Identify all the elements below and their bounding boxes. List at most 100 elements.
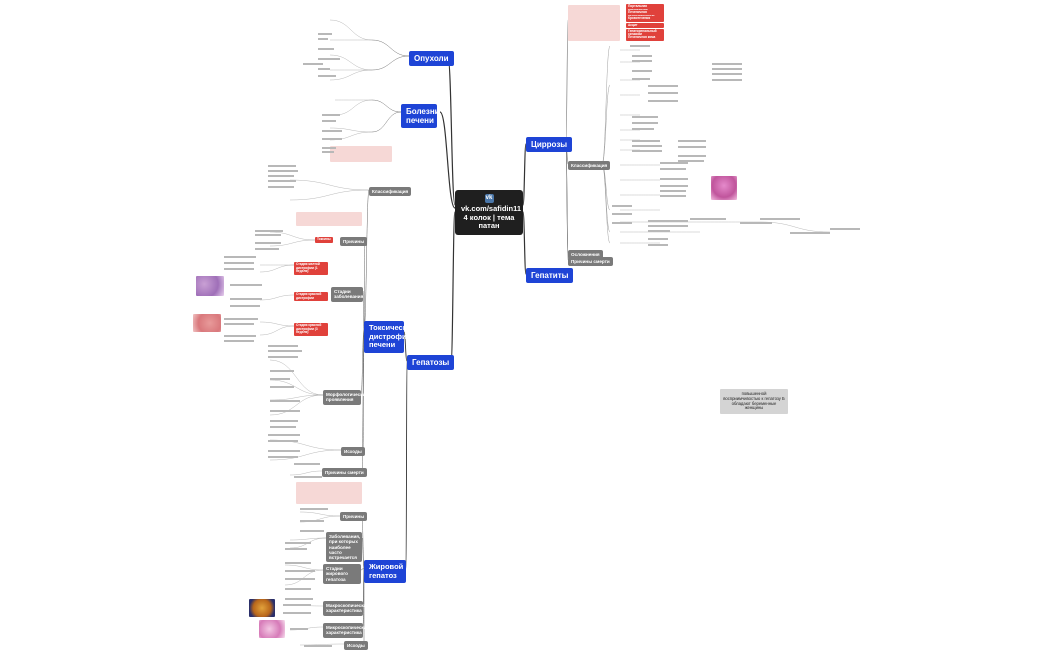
leaf-label-placeholder: [660, 178, 688, 180]
toxic-definition-box: [330, 146, 392, 162]
leaf-label-placeholder: [632, 145, 662, 147]
toxic-stadii[interactable]: Стадии заболевания: [331, 287, 363, 302]
leaf-label-placeholder: [660, 185, 688, 187]
leaf-label-placeholder: [268, 186, 294, 188]
note-box: повышенной восприимчивостью к гепатозу Б…: [720, 389, 788, 415]
connector: [259, 321, 295, 327]
leaf-label-placeholder: [632, 78, 650, 80]
toxic-morph[interactable]: Морфологические проявления: [323, 390, 368, 405]
label: Причины: [343, 239, 365, 244]
leaf-label-placeholder: [322, 120, 336, 122]
toxic-klassifikacia[interactable]: Классификация: [369, 187, 412, 197]
connector: [329, 131, 373, 141]
connector: [360, 567, 365, 571]
connector: [259, 294, 295, 301]
leaf-label-placeholder: [632, 150, 662, 152]
leaf-label-placeholder: [648, 225, 688, 227]
cirr-complication-item[interactable]: Печеночная кома: [626, 35, 664, 41]
leaf-label-placeholder: [318, 75, 336, 77]
connector: [269, 394, 324, 401]
topic-cirrozy-label: Циррозы: [531, 140, 568, 149]
label: Причины: [343, 514, 365, 519]
label: Стадия желтой дистрофии (1 неделя): [296, 262, 320, 274]
connector: [284, 564, 324, 571]
zhir-ishody[interactable]: Исходы: [344, 641, 368, 650]
cirr-oslozhneniya[interactable]: Осложнения: [568, 250, 603, 260]
connector: [299, 515, 341, 523]
cirr-klassifikacia[interactable]: Классификация: [568, 161, 611, 171]
leaf-label-placeholder: [224, 323, 254, 325]
label: Причины смерти: [571, 259, 610, 264]
topic-gepatity[interactable]: Гепатиты: [526, 268, 574, 284]
label: Морфологические проявления: [326, 392, 368, 403]
cirr-complication-item[interactable]: Печеночная недостаточность: [626, 10, 664, 20]
connector: [269, 379, 324, 396]
zhir-prichiny[interactable]: Причины: [340, 512, 368, 522]
leaf-label-placeholder: [660, 195, 686, 197]
topic-toxic-dystrophy[interactable]: Токсическая дистрофия печени: [364, 321, 415, 353]
zhir-stadii[interactable]: Стадии жирового гепатоза: [323, 564, 361, 584]
leaf-label-placeholder: [285, 578, 315, 580]
toxic-red-toksiny[interactable]: Токсины: [315, 237, 333, 243]
toxic-cause-box: [296, 212, 362, 226]
leaf-label-placeholder: [285, 542, 311, 544]
leaf-label-placeholder: [285, 598, 313, 600]
leaf-label-placeholder: [294, 463, 320, 465]
connector: [371, 99, 402, 113]
leaf-label-placeholder: [224, 335, 256, 337]
toxic-red-stage3[interactable]: Стадия красной дистрофии (3 неделя): [294, 323, 328, 337]
toxic-ishody[interactable]: Исходы: [341, 447, 365, 457]
connector: [289, 537, 327, 541]
histology-image-3: [259, 620, 285, 638]
leaf-label-placeholder: [283, 604, 311, 606]
topic-bolezni-pecheni[interactable]: Болезни печени: [401, 104, 440, 129]
topic-cirrozy[interactable]: Циррозы: [526, 137, 573, 153]
zhir-definition-box: [296, 482, 362, 504]
leaf-label-placeholder: [712, 63, 742, 65]
connector: [371, 111, 402, 133]
leaf-label-placeholder: [322, 147, 336, 149]
toxic-red-stage1[interactable]: Стадия желтой дистрофии (1 неделя): [294, 262, 328, 276]
central-topic[interactable]: vk vk.com/safidin11 4 колок | тема патан: [455, 190, 523, 235]
leaf-label-placeholder: [224, 318, 258, 320]
zhir-zabolevaniya[interactable]: Заболевания, при которых наиболее часто …: [326, 532, 362, 563]
topic-opuholi[interactable]: Опухоли: [409, 51, 454, 67]
toxic-smert[interactable]: Причины смерти: [322, 468, 367, 478]
leaf-label-placeholder: [283, 612, 311, 614]
label: Микроскопическая характеристика: [326, 625, 369, 636]
zhir-makro[interactable]: Макроскопическая характеристика: [323, 601, 369, 616]
cirr-definition-box: [568, 5, 620, 41]
leaf-label-placeholder: [760, 218, 800, 220]
connector: [405, 360, 408, 569]
vk-icon: vk: [484, 194, 494, 203]
zhir-mikro[interactable]: Микроскопическая характеристика: [323, 623, 369, 638]
cirr-complication-item[interactable]: Гепаторенальный синдром: [626, 28, 664, 39]
topic-gepatozy[interactable]: Гепатозы: [407, 355, 455, 371]
leaf-label-placeholder: [612, 222, 632, 224]
connector: [601, 163, 611, 233]
connector: [299, 511, 341, 517]
topic-zhirovoi-gepatoz[interactable]: Жировой гепатоз: [364, 560, 406, 584]
leaf-label-placeholder: [632, 116, 658, 118]
leaf-label-placeholder: [632, 55, 652, 57]
liver-photo: [249, 599, 275, 617]
leaf-label-placeholder: [268, 165, 296, 167]
cirr-smert[interactable]: Причины смерти: [568, 257, 613, 267]
connector: [363, 239, 366, 331]
leaf-label-placeholder: [632, 60, 652, 62]
leaf-label-placeholder: [285, 562, 311, 564]
leaf-label-placeholder: [300, 530, 324, 532]
leaf-label-placeholder: [318, 58, 340, 60]
leaf-label-placeholder: [270, 370, 294, 372]
connector: [601, 45, 611, 165]
leaf-label-placeholder: [268, 175, 294, 177]
cirr-complication-item[interactable]: Асцит: [626, 22, 664, 29]
connector: [450, 211, 456, 362]
toxic-red-stage2[interactable]: Стадия красной дистрофии: [294, 292, 328, 302]
toxic-prichiny[interactable]: Причины: [340, 237, 368, 247]
connector: [269, 449, 342, 461]
cirr-complication-item[interactable]: Кровотечения: [626, 16, 664, 23]
cirr-complication-item[interactable]: Портальная гипертензия: [626, 4, 664, 14]
connector: [299, 643, 345, 646]
